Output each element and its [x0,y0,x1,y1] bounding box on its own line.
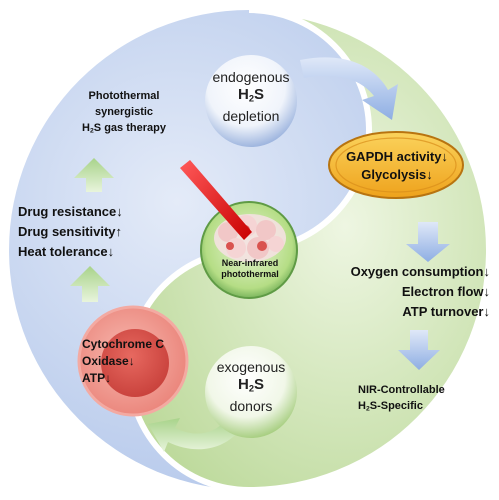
arrow-to-oxygen [406,222,450,262]
arrow-to-nir [398,330,440,370]
mitochondria-line1: GAPDH activity↓ [346,149,448,164]
near-infrared-label: Near-infrared photothermal [205,258,295,280]
mitochondria [328,131,464,199]
nir-line2: H2S-Specific [358,400,423,413]
arrow-to-resistance [70,266,110,302]
endogenous-line3: depletion [222,108,280,125]
oxygen-line3: ATP turnover↓ [402,304,490,319]
oxygen-line1: Oxygen consumption↓ [350,264,490,279]
arrow-to-mitochondria [300,57,398,120]
endogenous-line1: endogenous [212,69,290,85]
cell-nucleus [101,329,169,397]
therapy-line2: synergistic [94,106,154,118]
resistance-line3: Heat tolerance↓ [18,244,115,259]
exogenous-label: exogenous H2S donors [201,358,301,415]
cell-line3: ATP↓ [82,371,112,385]
resistance-line2: Drug sensitivity↑ [18,224,123,239]
therapy-label: Photothermal synergistic H2S gas therapy [64,88,184,140]
arrow-to-therapy [74,158,114,192]
exogenous-bubble [205,346,297,438]
laser-beam [180,160,252,240]
near-infrared-line1: Near-infrared [221,258,279,268]
therapy-line3: H2S gas therapy [82,122,166,135]
exogenous-line3: donors [229,398,273,415]
exogenous-line1: exogenous [216,359,286,375]
endogenous-label: endogenous H2S depletion [201,68,301,125]
resistance-label: Drug resistance↓ Drug sensitivity↑ Heat … [18,202,178,262]
cell-line1: Cytochrome C [82,337,165,351]
nir-label: NIR-Controllable H2S-Specific [358,382,468,418]
endogenous-bubble [205,55,297,147]
oxygen-line2: Electron flow↓ [401,284,490,299]
nanoparticle-cluster [214,214,286,262]
exogenous-h2s: H2S [237,376,265,394]
cell-label: Cytochrome C Oxidase↓ ATP↓ [82,336,192,387]
mitochondria-line2: Glycolysis↓ [361,167,433,182]
mitochondria-label: GAPDH activity↓ Glycolysis↓ [332,148,462,184]
cell-line2: Oxidase↓ [82,354,135,368]
endogenous-h2s: H2S [237,86,265,104]
arrow-to-cell [148,418,238,452]
near-infrared-line2: photothermal [221,269,279,279]
resistance-line1: Drug resistance↓ [18,204,123,219]
therapy-line1: Photothermal [88,90,160,102]
nir-line1: NIR-Controllable [358,384,445,396]
oxygen-label: Oxygen consumption↓ Electron flow↓ ATP t… [330,262,490,322]
